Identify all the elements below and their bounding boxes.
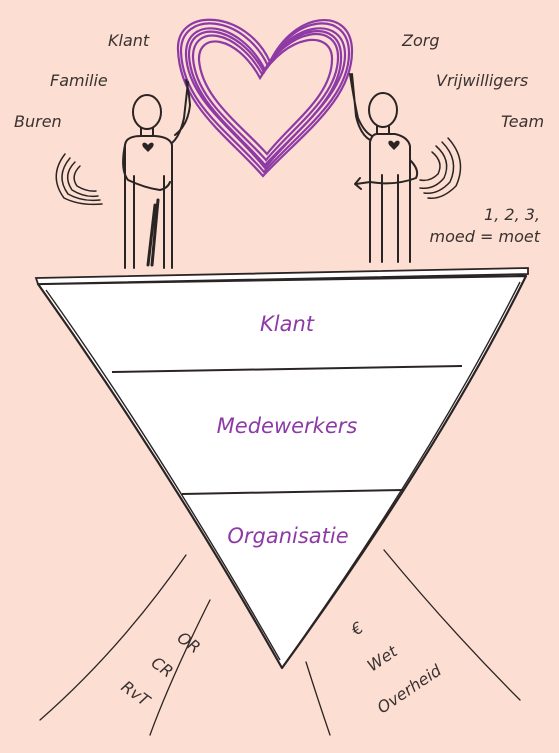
top-label-right-3: Team [501,112,544,131]
bottom-right-label-overheid: Overheid [374,660,446,717]
layer-divider [111,365,463,373]
heart-small-icon [142,142,154,152]
layer-label-organisatie: Organisatie [227,524,348,548]
bottom-right-label-wet: Wet [364,641,402,675]
bottom-left-label-rvt: RvT [118,677,155,711]
counter-line-1: 1, 2, 3, [484,205,540,224]
heart-icon [176,18,354,178]
bottom-left-label-cr: CR [148,653,177,681]
layer-label-klant: Klant [260,312,315,336]
wave-left-icon [55,153,103,206]
top-label-left-3: Buren [14,112,62,131]
person-right-figure [349,73,419,263]
bottom-left-label-or: OR [174,628,204,657]
top-label-left-1: Klant [108,31,150,50]
bottom-right-label-euro: € [347,618,367,640]
top-label-left-2: Familie [50,71,108,90]
top-label-right-2: Vrijwilligers [436,71,528,90]
layer-label-medewerkers: Medewerkers [217,414,358,438]
wave-right-icon [419,137,462,199]
person-left-figure [122,79,191,269]
pyramid-body [36,274,528,670]
road-lines [39,549,521,736]
counter-line-2: moed = moet [430,227,541,246]
layer-divider [181,489,405,495]
top-label-right-1: Zorg [401,31,439,50]
pyramid-diagram [34,267,529,670]
heart-small-icon [388,140,400,150]
